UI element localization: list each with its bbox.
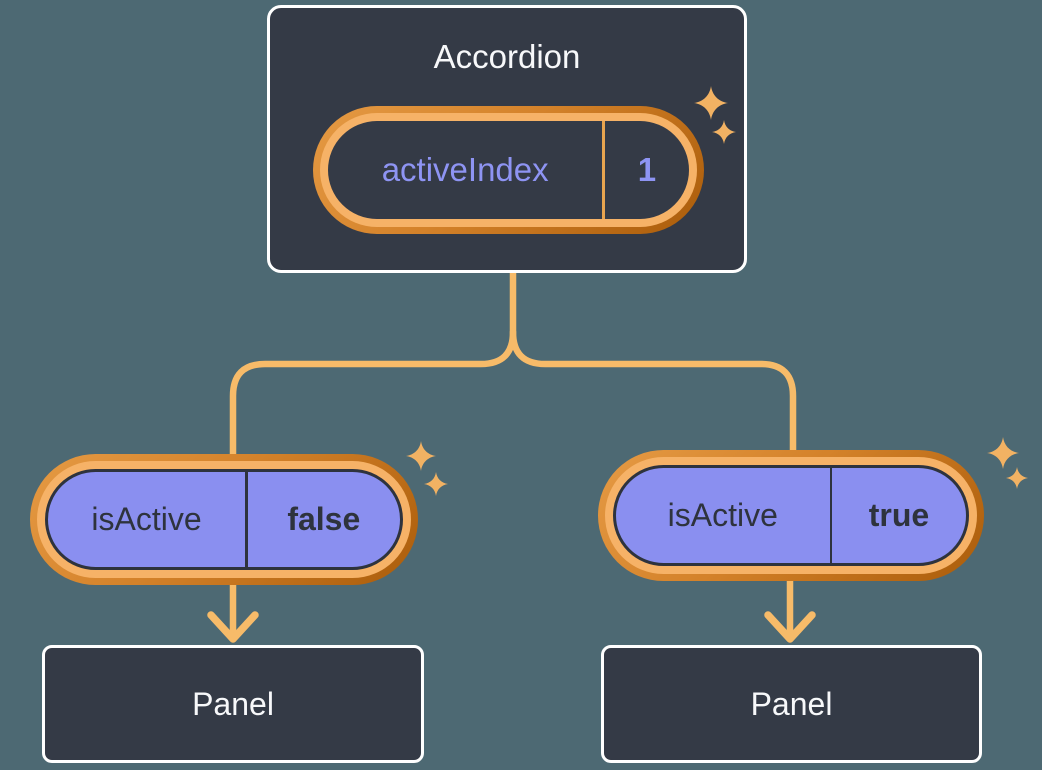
sparkle-icon: [694, 86, 728, 120]
is-active-false-state-pill: isActive false: [30, 454, 418, 585]
state-name-label: isActive: [91, 501, 202, 537]
accordion-node: Accordion activeIndex 1: [267, 5, 747, 273]
branch-left-line: [229, 268, 517, 460]
branch-right-line: [509, 328, 797, 456]
sparkle-icon: [406, 441, 436, 471]
arrow-left-head-icon: [207, 611, 259, 643]
pill-divider: [602, 121, 605, 219]
panel-node-label: Panel: [192, 685, 274, 722]
pill-divider: [829, 468, 832, 563]
sparkle-icon: [424, 472, 448, 496]
panel-node-label: Panel: [750, 685, 833, 722]
state-value-label: true: [868, 497, 930, 533]
active-index-state-pill: activeIndex 1: [313, 106, 704, 234]
sparkle-icon: [987, 437, 1019, 469]
state-name-label: activeIndex: [381, 151, 549, 188]
sparkle-icon: [712, 120, 736, 144]
pill-divider: [245, 472, 248, 567]
state-value-label: false: [287, 501, 361, 537]
sparkle-icon: [1006, 467, 1028, 489]
accordion-node-title: Accordion: [433, 38, 581, 75]
pill-ring: activeIndex 1: [320, 113, 697, 227]
pill-ring: isActive false: [37, 461, 411, 578]
panel-node-right: Panel: [601, 645, 982, 763]
pill-ring: isActive true: [605, 457, 977, 574]
is-active-true-state-pill: isActive true: [598, 450, 984, 581]
state-name-label: isActive: [667, 497, 778, 533]
arrow-right-head-icon: [764, 611, 816, 643]
panel-node-left: Panel: [42, 645, 424, 763]
state-value-label: 1: [637, 151, 657, 188]
